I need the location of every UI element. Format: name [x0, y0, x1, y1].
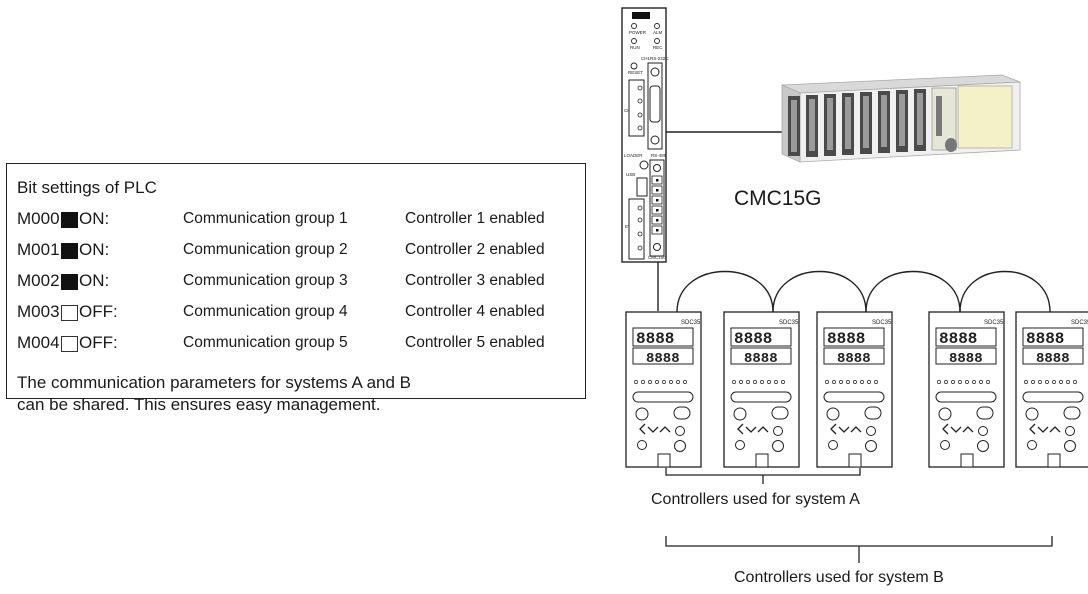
- sdc35-controller: SDC35 8888 8888: [928, 311, 1005, 468]
- svg-text:SDC35: SDC35: [1071, 320, 1088, 326]
- svg-text:SDC35: SDC35: [779, 320, 799, 326]
- cmc15g-module: POWER ALM RUN REC CH1 RS-232C RESET CH L…: [621, 7, 669, 263]
- bit-state: OFF:: [79, 333, 118, 352]
- svg-text:8888: 8888: [1036, 351, 1070, 367]
- controller-status: Controller 1 enabled: [405, 210, 545, 227]
- svg-text:8888: 8888: [1026, 330, 1064, 348]
- reset-label: RESET: [628, 70, 643, 75]
- usb-label: USB: [626, 172, 635, 177]
- svg-text:8888: 8888: [827, 330, 865, 348]
- bit-state: OFF:: [79, 302, 118, 321]
- bit-address: M003: [17, 302, 60, 321]
- communication-group: Communication group 2: [183, 241, 348, 258]
- svg-text:8888: 8888: [646, 351, 680, 367]
- sdc35-controller: SDC35 8888 8888: [1015, 311, 1088, 468]
- sdc35-controller: SDC35 8888 8888: [723, 311, 800, 468]
- bit-state: ON:: [79, 271, 110, 290]
- bit-state: ON:: [79, 209, 110, 228]
- system-b-bracket: [665, 536, 1053, 563]
- bit-off-indicator: [61, 305, 78, 321]
- ch1-label: CH1: [641, 56, 650, 61]
- sdc35-controller: SDC35 8888 8888: [625, 311, 702, 468]
- power-label: POWER: [629, 30, 647, 35]
- model-label: CMC15G: [648, 255, 667, 260]
- run-label: RUN: [630, 45, 640, 50]
- panel-title: Bit settings of PLC: [17, 178, 157, 197]
- bit-address: M001: [17, 240, 60, 259]
- bit-address: M002: [17, 271, 60, 290]
- note-line-2: can be shared. This ensures easy managem…: [17, 395, 381, 414]
- rs232c-label: RS-232C: [650, 56, 669, 61]
- plc-rack-image: [781, 74, 1021, 163]
- controller-status: Controller 3 enabled: [405, 272, 545, 289]
- ev-label: EV: [625, 224, 631, 229]
- panel-note: The communication parameters for systems…: [17, 372, 577, 416]
- controller-status: Controller 2 enabled: [405, 241, 545, 258]
- svg-text:SDC35: SDC35: [872, 320, 892, 326]
- svg-text:8888: 8888: [949, 351, 983, 367]
- rs485-label: RS-485: [651, 153, 667, 158]
- svg-text:8888: 8888: [744, 351, 778, 367]
- ch-label: CH: [624, 108, 631, 113]
- system-b-label: Controllers used for system B: [734, 569, 944, 586]
- bit-off-indicator: [61, 336, 78, 352]
- svg-text:SDC35: SDC35: [681, 320, 701, 326]
- controller-status: Controller 5 enabled: [405, 334, 545, 351]
- svg-text:8888: 8888: [636, 330, 674, 348]
- daisy-chain-arcs: [676, 270, 1051, 313]
- controller-status: Controller 4 enabled: [405, 303, 545, 320]
- svg-text:8888: 8888: [734, 330, 772, 348]
- system-a-label: Controllers used for system A: [651, 491, 860, 508]
- communication-group: Communication group 5: [183, 334, 348, 351]
- svg-text:8888: 8888: [837, 351, 871, 367]
- bit-state: ON:: [79, 240, 110, 259]
- bit-on-indicator: [61, 243, 78, 259]
- cmc15g-label: CMC15G: [734, 187, 822, 210]
- bit-address: M004: [17, 333, 60, 352]
- alm-label: ALM: [653, 30, 663, 35]
- communication-group: Communication group 4: [183, 303, 348, 320]
- communication-group: Communication group 1: [183, 210, 348, 227]
- rec-label: REC: [653, 45, 663, 50]
- system-a-bracket: [665, 468, 861, 484]
- svg-text:8888: 8888: [939, 330, 977, 348]
- bit-address: M000: [17, 209, 60, 228]
- bit-on-indicator: [61, 274, 78, 290]
- communication-group: Communication group 3: [183, 272, 348, 289]
- bit-on-indicator: [61, 212, 78, 228]
- plc-bit-settings-panel: Bit settings of PLC M000 ON: Communicati…: [6, 163, 586, 414]
- svg-text:SDC35: SDC35: [984, 320, 1004, 326]
- note-line-1: The communication parameters for systems…: [17, 373, 412, 392]
- loader-label: LOADER: [624, 153, 643, 158]
- sdc35-controller: SDC35 8888 8888: [816, 311, 893, 468]
